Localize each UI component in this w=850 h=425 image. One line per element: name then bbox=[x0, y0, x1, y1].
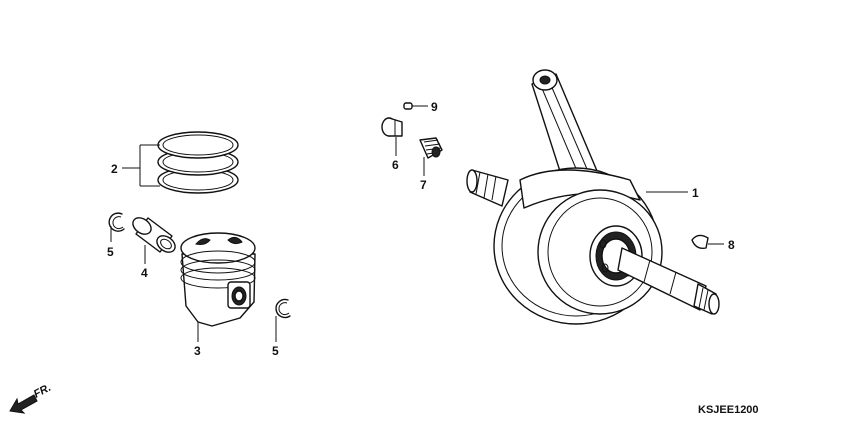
crankshaft-assembly bbox=[466, 69, 720, 325]
piston-pin bbox=[132, 217, 176, 253]
bolt bbox=[381, 117, 403, 137]
callout-piston-pin: 4 bbox=[141, 266, 148, 280]
front-direction-arrow-icon bbox=[9, 394, 38, 414]
callout-piston: 3 bbox=[194, 344, 201, 358]
callout-clip-left: 5 bbox=[107, 245, 114, 259]
callout-woodruff-key: 8 bbox=[728, 238, 735, 252]
callout-bolt: 6 bbox=[392, 158, 399, 172]
diagram-code: KSJEE1200 bbox=[698, 404, 759, 416]
callout-clip-right: 5 bbox=[272, 344, 279, 358]
tensioner-spring bbox=[419, 137, 443, 159]
piston-rings bbox=[157, 131, 239, 194]
callout-crankshaft: 1 bbox=[692, 186, 699, 200]
callout-pin: 9 bbox=[431, 100, 438, 114]
callout-piston-rings: 2 bbox=[111, 162, 118, 176]
leader-lines bbox=[110, 105, 724, 342]
woodruff-key bbox=[691, 234, 709, 250]
callout-tensioner-spring: 7 bbox=[420, 178, 427, 192]
front-direction-label: FR. bbox=[32, 382, 53, 401]
piston-pin-clip-left bbox=[108, 212, 125, 232]
piston-pin-clip-right bbox=[275, 298, 291, 319]
piston bbox=[180, 232, 256, 327]
pin bbox=[403, 102, 413, 110]
